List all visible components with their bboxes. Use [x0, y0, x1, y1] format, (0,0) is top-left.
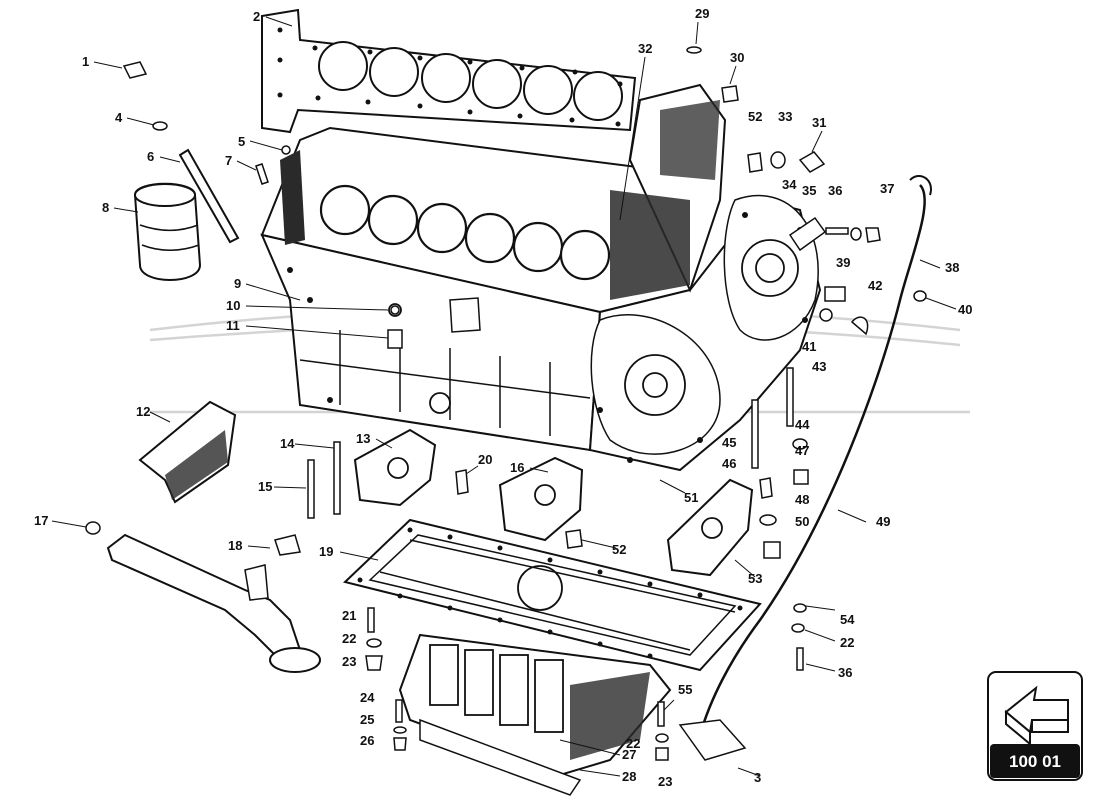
callout-28: 28	[622, 769, 636, 784]
callout-23-bottom: 23	[658, 774, 672, 789]
small-parts	[85, 46, 927, 761]
callout-22-right: 22	[840, 635, 854, 650]
callout-10: 10	[226, 298, 240, 313]
callout-52-lower: 52	[612, 542, 626, 557]
callout-8: 8	[102, 200, 109, 215]
callout-6: 6	[147, 149, 154, 164]
callout-46: 46	[722, 456, 736, 471]
callout-7: 7	[225, 153, 232, 168]
callout-23: 23	[342, 654, 356, 669]
callout-48: 48	[795, 492, 809, 507]
cylinder-liner	[133, 182, 202, 281]
callout-29: 29	[695, 6, 709, 21]
callout-24: 24	[360, 690, 375, 705]
arrow-pointing-icon	[1004, 685, 1069, 747]
bearing-caps	[353, 428, 754, 577]
callout-20: 20	[478, 452, 492, 467]
callout-2: 2	[253, 9, 260, 24]
callout-13: 13	[356, 431, 370, 446]
head-gasket	[261, 8, 637, 134]
callout-15: 15	[258, 479, 272, 494]
callout-32: 32	[638, 41, 652, 56]
callout-19: 19	[319, 544, 333, 559]
callout-30: 30	[730, 50, 744, 65]
callout-50: 50	[795, 514, 809, 529]
oil-pickup	[106, 533, 321, 673]
leader-lines	[51, 16, 957, 777]
callout-44: 44	[795, 417, 810, 432]
callout-41: 41	[802, 339, 816, 354]
reference-badge: 100 01	[987, 671, 1083, 781]
oil-pan	[398, 633, 672, 796]
callout-45: 45	[722, 435, 736, 450]
callout-11: 11	[226, 318, 240, 333]
callout-39: 39	[836, 255, 850, 270]
callout-26: 26	[360, 733, 374, 748]
callout-16: 16	[510, 460, 524, 475]
callout-22-bottom: 22	[626, 736, 640, 751]
callout-1: 1	[82, 54, 89, 69]
callout-51: 51	[684, 490, 698, 505]
callout-36-right: 36	[838, 665, 852, 680]
callout-43: 43	[812, 359, 826, 374]
callout-36: 36	[828, 183, 842, 198]
callout-52-top: 52	[748, 109, 762, 124]
callout-40: 40	[958, 302, 972, 317]
callout-53: 53	[748, 571, 762, 586]
callout-55: 55	[678, 682, 692, 697]
callout-27: 27	[622, 747, 636, 762]
mount-bracket	[138, 400, 237, 504]
dipstick-tube	[178, 148, 240, 244]
callout-9: 9	[234, 276, 241, 291]
callout-34: 34	[782, 177, 797, 192]
callout-54: 54	[840, 612, 855, 627]
callout-22: 22	[342, 631, 356, 646]
callout-31: 31	[812, 115, 826, 130]
callout-37: 37	[880, 181, 894, 196]
callout-38: 38	[945, 260, 959, 275]
callout-4: 4	[115, 110, 123, 125]
callout-17: 17	[34, 513, 48, 528]
callout-numbers: 1 2 4 5 6 7 8 9 10 11 12 13 14 15 16 17 …	[34, 6, 972, 789]
callout-3: 3	[754, 770, 761, 785]
callout-5: 5	[238, 134, 245, 149]
reference-code: 100 01	[1009, 752, 1061, 771]
oil-pan-gasket	[342, 518, 762, 672]
callout-42: 42	[868, 278, 882, 293]
callout-25: 25	[360, 712, 374, 727]
dipstick	[678, 175, 932, 761]
callout-35: 35	[802, 183, 816, 198]
callout-47: 47	[795, 443, 809, 458]
callout-21: 21	[342, 608, 356, 623]
callout-49: 49	[876, 514, 890, 529]
callout-18: 18	[228, 538, 242, 553]
engine-block	[260, 83, 822, 472]
callout-12: 12	[136, 404, 150, 419]
callout-33: 33	[778, 109, 792, 124]
callout-14: 14	[280, 436, 295, 451]
